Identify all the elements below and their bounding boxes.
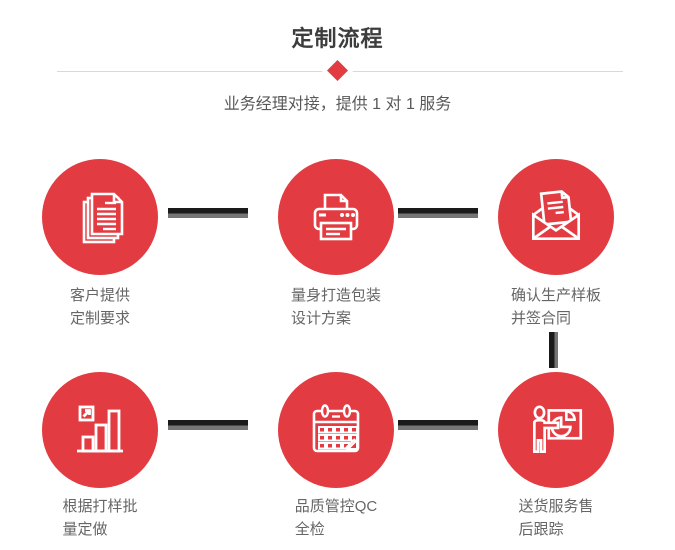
step-label-line: 全检 bbox=[294, 521, 325, 538]
printer-icon bbox=[313, 193, 359, 241]
connector-step4-step5 bbox=[168, 420, 248, 430]
step-label-mass-production: 根据打样批 量定做 bbox=[20, 495, 180, 541]
connector-step3-step6 bbox=[549, 332, 558, 368]
step-circle-delivery-aftersales bbox=[498, 372, 614, 488]
step-label-qc-inspection: 品质管控QC 全检 bbox=[256, 495, 416, 541]
step-label-line: 定制要求 bbox=[69, 310, 130, 327]
step-label-line: 量身打造包装 bbox=[290, 287, 381, 304]
step-label-line: 量定做 bbox=[62, 521, 108, 538]
presenter-icon bbox=[533, 405, 583, 453]
step-label-line: 送货服务售 bbox=[518, 498, 594, 515]
step-label-sample-contract: 确认生产样板 并签合同 bbox=[476, 284, 636, 330]
step-label-line: 并签合同 bbox=[510, 310, 571, 327]
step-label-line: 后跟踪 bbox=[518, 521, 564, 538]
step-label-packaging-design: 量身打造包装 设计方案 bbox=[256, 284, 416, 330]
connector-step2-step3 bbox=[398, 208, 478, 218]
step-circle-customer-requirements bbox=[42, 159, 158, 275]
subtitle: 业务经理对接，提供 1 对 1 服务 bbox=[223, 96, 452, 113]
step-label-delivery-aftersales: 送货服务售 后跟踪 bbox=[476, 495, 636, 541]
step-label-line: 客户提供 bbox=[69, 287, 130, 304]
documents-icon bbox=[82, 192, 124, 244]
step-circle-sample-contract bbox=[498, 159, 614, 275]
connector-step5-step6 bbox=[398, 420, 478, 430]
envelope-icon bbox=[531, 190, 581, 240]
bar-chart-icon bbox=[77, 405, 123, 453]
diamond-icon bbox=[321, 54, 354, 87]
page-title: 定制流程 bbox=[291, 26, 384, 51]
step-label-line: 根据打样批 bbox=[62, 498, 138, 515]
step-label-line: 品质管控QC bbox=[294, 498, 378, 515]
calendar-icon bbox=[312, 404, 360, 453]
step-circle-qc-inspection bbox=[278, 372, 394, 488]
connector-step1-step2 bbox=[168, 208, 248, 218]
step-circle-packaging-design bbox=[278, 159, 394, 275]
step-label-line: 设计方案 bbox=[290, 310, 351, 327]
step-label-line: 确认生产样板 bbox=[510, 287, 601, 304]
step-circle-mass-production bbox=[42, 372, 158, 488]
step-label-customer-requirements: 客户提供 定制要求 bbox=[20, 284, 180, 330]
